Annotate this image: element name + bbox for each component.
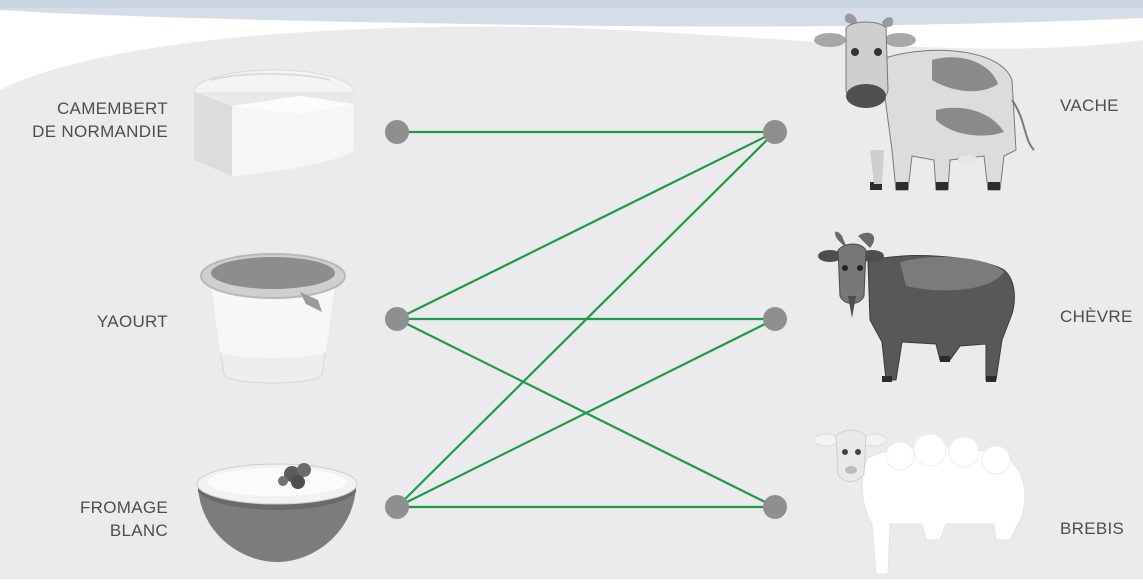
label-vache: VACHE: [1060, 94, 1119, 117]
dot-brebis[interactable]: [763, 495, 787, 519]
label-yaourt: YAOURT: [97, 310, 168, 333]
label-camembert: CAMEMBERT DE NORMANDIE: [32, 97, 168, 143]
dot-vache[interactable]: [763, 120, 787, 144]
dot-camembert[interactable]: [385, 120, 409, 144]
camembert-cheese-icon: [194, 70, 354, 176]
label-camembert-line-2: DE NORMANDIE: [32, 120, 168, 143]
dot-chevre[interactable]: [763, 307, 787, 331]
label-fromage-blanc-line-1: FROMAGE: [80, 496, 168, 519]
label-fromage-blanc: FROMAGE BLANC: [80, 496, 168, 542]
label-chevre: CHÈVRE: [1060, 305, 1133, 328]
dot-yaourt[interactable]: [385, 307, 409, 331]
label-brebis: BREBIS: [1060, 517, 1124, 540]
yogurt-pot-icon: [201, 254, 345, 383]
label-camembert-line-1: CAMEMBERT: [32, 97, 168, 120]
label-fromage-blanc-line-2: BLANC: [80, 519, 168, 542]
top-band-strip: [0, 0, 1143, 8]
label-yaourt-line-1: YAOURT: [97, 310, 168, 333]
dot-fromage-blanc[interactable]: [385, 495, 409, 519]
